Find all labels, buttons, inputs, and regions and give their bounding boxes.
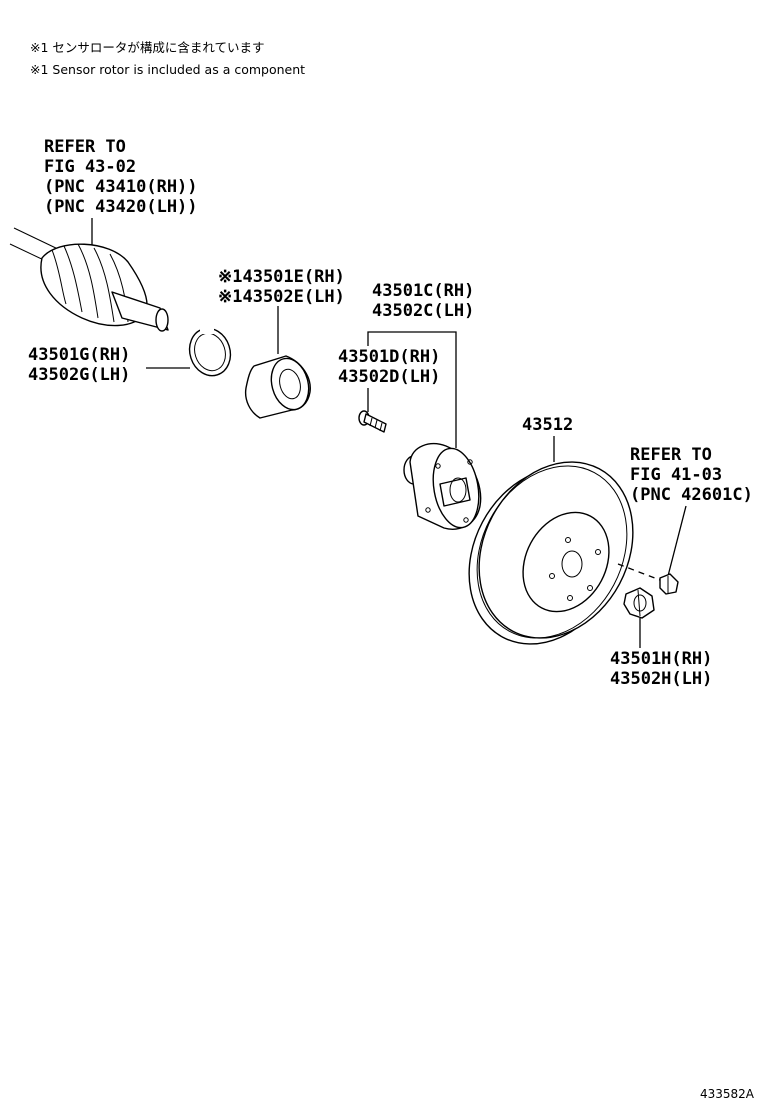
snap-ring-part[interactable] <box>184 323 237 381</box>
label-hub[interactable]: 43501C(RH) 43502C(LH) <box>372 281 474 321</box>
svg-text:43502H(LH): 43502H(LH) <box>610 669 712 689</box>
hub-bolt-part[interactable] <box>358 410 387 433</box>
wheel-bearing-part[interactable] <box>244 354 314 419</box>
svg-text:※143502E(LH): ※143502E(LH) <box>218 287 345 307</box>
note-english: ※1 Sensor rotor is included as a compone… <box>30 62 305 77</box>
brake-disc-part[interactable] <box>439 435 663 671</box>
label-hub-bolt[interactable]: 43501D(RH) 43502D(LH) <box>338 347 440 387</box>
svg-text:※143501E(RH): ※143501E(RH) <box>218 267 345 287</box>
label-bearing[interactable]: ※143501E(RH) ※143502E(LH) <box>218 267 345 307</box>
svg-text:(PNC 43410(RH)): (PNC 43410(RH)) <box>44 177 198 197</box>
drive-shaft-part[interactable] <box>9 227 169 332</box>
svg-text:REFER TO: REFER TO <box>44 137 126 157</box>
svg-text:43502D(LH): 43502D(LH) <box>338 367 440 387</box>
figure-id: 433582A <box>700 1087 755 1101</box>
leader-hub-bracket <box>367 331 457 448</box>
label-hub-nut[interactable]: 43501H(RH) 43502H(LH) <box>610 649 712 689</box>
svg-text:43501D(RH): 43501D(RH) <box>338 347 440 367</box>
svg-text:FIG 43-02: FIG 43-02 <box>44 157 136 177</box>
svg-text:43501H(RH): 43501H(RH) <box>610 649 712 669</box>
svg-text:(PNC 42601C): (PNC 42601C) <box>630 485 753 505</box>
hub-nut-part[interactable] <box>623 587 655 619</box>
svg-text:REFER TO: REFER TO <box>630 445 712 465</box>
label-snap-ring[interactable]: 43501G(RH) 43502G(LH) <box>28 345 130 385</box>
label-driveshaft-ref[interactable]: REFER TO FIG 43-02 (PNC 43410(RH)) (PNC … <box>44 137 198 217</box>
label-nut-ref[interactable]: REFER TO FIG 41-03 (PNC 42601C) <box>630 445 753 505</box>
axle-hub-part[interactable] <box>403 443 485 531</box>
svg-text:43502C(LH): 43502C(LH) <box>372 301 474 321</box>
note-japanese: ※1 センサロータが構成に含まれています <box>30 40 265 55</box>
label-disc[interactable]: 43512 <box>522 415 573 435</box>
svg-text:43501G(RH): 43501G(RH) <box>28 345 130 365</box>
svg-text:43502G(LH): 43502G(LH) <box>28 365 130 385</box>
svg-text:FIG 41-03: FIG 41-03 <box>630 465 722 485</box>
wheel-nut-part[interactable] <box>659 573 679 595</box>
svg-text:43501C(RH): 43501C(RH) <box>372 281 474 301</box>
dashed-alignment-line <box>617 563 661 581</box>
svg-text:(PNC 43420(LH)): (PNC 43420(LH)) <box>44 197 198 217</box>
leader-nut-ref <box>667 505 687 577</box>
